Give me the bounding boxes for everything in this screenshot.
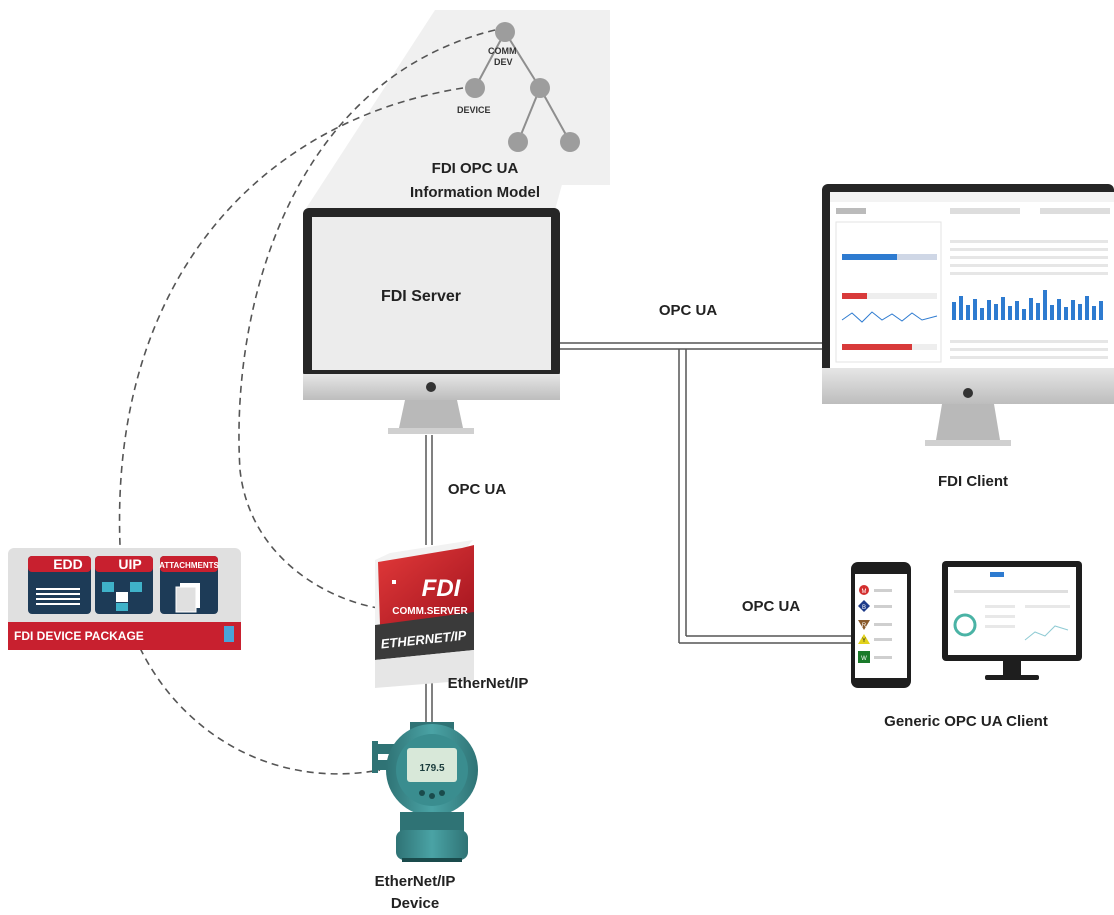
fdi-server-label: FDI Server: [380, 288, 462, 305]
fdi-server-monitor: [303, 208, 560, 434]
field-device-label-line1: EtherNet/IP: [374, 873, 456, 890]
opc-ua-connections: [425, 342, 852, 725]
smartphone: [851, 562, 911, 688]
device-display-value: 179.5: [419, 763, 444, 774]
node-label-comm: COMM: [488, 46, 517, 56]
tile-attachments-label: ATTACHMENTS: [159, 561, 219, 570]
generic-client-monitor: [942, 561, 1082, 680]
fdi-client-label: FDI Client: [938, 473, 1008, 490]
node-label-dev: DEV: [494, 57, 513, 67]
fdi-client-monitor: [822, 184, 1114, 446]
info-model-title-line2: Information Model: [410, 184, 540, 201]
phone-row-label: B: [862, 605, 866, 611]
information-model-panel: COMM DEV DEVICE: [305, 10, 610, 210]
tile-edd-label: EDD: [53, 556, 83, 572]
opc-ua-label-generic: OPC UA: [741, 598, 801, 615]
opc-ua-label-server-client: OPC UA: [658, 302, 718, 319]
field-device-label-line2: Device: [390, 895, 440, 912]
tree-node-comm-dev: [495, 22, 515, 42]
fdi-comm-server: [375, 540, 474, 688]
tree-node: [530, 78, 550, 98]
tree-node: [560, 132, 580, 152]
generic-client-label: Generic OPC UA Client: [884, 713, 1048, 730]
opc-ua-label-server-comm: OPC UA: [447, 481, 507, 498]
comm-server-subtitle: COMM.SERVER: [392, 606, 468, 617]
phone-row-label: R: [862, 623, 867, 629]
ethernet-ip-link-label: EtherNet/IP: [447, 675, 529, 692]
tree-node-device: [465, 78, 485, 98]
ethernet-ip-field-device: [372, 722, 478, 862]
info-model-title-line1: FDI OPC UA: [431, 160, 519, 177]
tree-node: [508, 132, 528, 152]
phone-row-label: M: [862, 589, 867, 595]
device-package-title: FDI DEVICE PACKAGE: [14, 629, 144, 643]
comm-server-brand: FDI: [422, 575, 462, 602]
node-label-device: DEVICE: [457, 105, 491, 115]
fdi-device-package: [8, 548, 241, 650]
phone-row-label: W: [861, 656, 867, 662]
tile-uip-label: UIP: [118, 556, 141, 572]
phone-row-label: Y: [862, 638, 866, 644]
dashed-links: [118, 29, 496, 775]
